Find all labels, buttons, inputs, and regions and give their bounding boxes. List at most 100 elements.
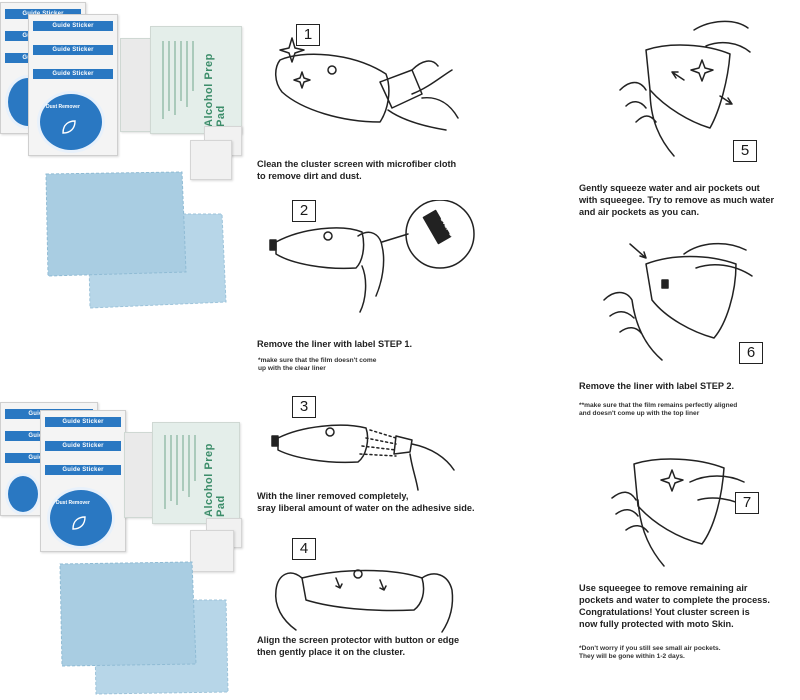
- sparkle-icon: [660, 469, 684, 492]
- step-5-illustration: [619, 20, 751, 157]
- step-3-illustration: [271, 424, 455, 491]
- step-7-number: 7: [735, 492, 759, 514]
- step-7-note: *Don't worry if you still see small air …: [579, 645, 721, 661]
- cluster-button: [323, 231, 333, 241]
- step-2-note: *make sure that the film doesn't come up…: [258, 357, 376, 373]
- step-3-caption-line: sray liberal amount of water on the adhe…: [257, 503, 475, 513]
- screen-protector-outline: [633, 458, 725, 545]
- cluster-button: [353, 569, 363, 579]
- squeegee-card: [190, 140, 232, 180]
- arrow-down-icon: [379, 579, 387, 591]
- step-2-number: 2: [292, 200, 316, 222]
- step-7-caption-line: now fully protected with moto Skin.: [579, 619, 734, 629]
- peeling-hand-outline: [683, 242, 753, 277]
- step-5-caption: Gently squeeze water and air pockets out…: [579, 182, 774, 218]
- step-7-caption-line: Congratulations! Yout cluster screen is: [579, 607, 750, 617]
- zoom-circle: [405, 200, 475, 269]
- step-4-caption-line: Align the screen protector with button o…: [257, 635, 460, 645]
- step-6-note-line: and doesn't come up with the top liner: [579, 410, 700, 417]
- microfiber-cloth-front: [59, 561, 197, 667]
- step-5-caption-line: with squeegee. Try to remove as much wat…: [579, 195, 775, 205]
- step-7-caption-line: pockets and water to complete the proces…: [579, 595, 770, 605]
- dust-remover-circle: [5, 473, 41, 515]
- step-4-caption-line: then gently place it on the cluster.: [257, 647, 406, 657]
- step-6-number: 6: [739, 342, 763, 364]
- pad-fine-print: [162, 41, 194, 119]
- hand-left-outline: [274, 572, 303, 631]
- hand-outline: [357, 231, 385, 313]
- step-2-note-line: *make sure that the film doesn't come: [258, 357, 377, 364]
- step-7-note-line: *Don't worry if you still see small air …: [579, 645, 721, 652]
- hand-outline: [603, 291, 663, 361]
- guide-sticker-front: Guide Sticker Guide Sticker Guide Sticke…: [40, 410, 126, 552]
- arrow-icon: [671, 71, 685, 81]
- guide-sticker-tab: Guide Sticker: [45, 417, 121, 427]
- step-6-illustration: [603, 242, 753, 361]
- microfiber-cloth-illustration: [59, 561, 229, 695]
- step-6-note-line: **make sure that the film remains perfec…: [579, 402, 738, 409]
- guide-sticker-tab: Guide Sticker: [33, 69, 113, 79]
- sparkle-icon: [293, 71, 311, 89]
- hand-outline: [611, 491, 665, 567]
- step-1-label-tag: [422, 209, 452, 245]
- spray-bottle-hand: [393, 435, 455, 491]
- step-6-caption-line: Remove the liner with label STEP 2.: [579, 381, 735, 391]
- screen-protector-outline: [277, 424, 369, 464]
- dust-remover-label: Dust Remover: [56, 500, 90, 506]
- guide-sticker-tab: Guide Sticker: [33, 45, 113, 55]
- step-7-caption: Use squeegee to remove remaining air poc…: [579, 582, 770, 630]
- step-5-caption-line: Gently squeeze water and air pockets out: [579, 183, 760, 193]
- kit-illustration-top: Guide Sticker Guide Sticker Guide Sticke…: [0, 0, 250, 320]
- alcohol-prep-pad: Alcohol Prep Pad: [150, 26, 242, 134]
- screen-protector-outline: [301, 569, 425, 612]
- sparkle-icon: [690, 59, 714, 82]
- step-1-caption: Clean the cluster screen with microfiber…: [257, 158, 456, 182]
- step-2-caption-line: Remove the liner with label STEP 1.: [257, 339, 413, 349]
- step-7-caption-line: Use squeegee to remove remaining air: [579, 583, 748, 593]
- kit-illustration-bottom: Guide Sticker Guide Sticker Guide Sticke…: [0, 400, 250, 695]
- arrow-icon: [629, 243, 647, 259]
- arrow-down-icon: [335, 577, 343, 589]
- squeegee-card: [190, 530, 234, 572]
- arrow-icon: [719, 95, 733, 105]
- leaf-icon: [72, 516, 86, 530]
- step-4-number: 4: [292, 538, 316, 560]
- cluster-button: [327, 65, 337, 75]
- dust-remover-circle: Dust Remover: [47, 487, 115, 549]
- film-tab: [271, 435, 279, 447]
- hand-outline: [619, 81, 675, 157]
- step-7-note-line: They will be gone within 1-2 days.: [579, 653, 685, 660]
- step-3-caption: With the liner removed completely, sray …: [257, 490, 475, 514]
- step-5-number: 5: [733, 140, 757, 162]
- screen-protector-outline: [645, 255, 737, 339]
- alcohol-prep-pad-title: Alcohol Prep Pad: [203, 443, 227, 517]
- guide-sticker-tab: Guide Sticker: [33, 21, 113, 31]
- step-3-caption-line: With the liner removed completely,: [257, 491, 409, 501]
- step-1-caption-line: Clean the cluster screen with microfiber…: [257, 159, 457, 169]
- step-4-caption: Align the screen protector with button o…: [257, 634, 459, 658]
- step-1-illustration: [275, 37, 459, 131]
- screen-protector-outline: [645, 44, 731, 129]
- guide-sticker-tab: Guide Sticker: [45, 441, 121, 451]
- pad-fine-print: [164, 435, 196, 509]
- step-2-note-line: up with the clear liner: [258, 365, 326, 372]
- film-tab: [269, 239, 277, 251]
- cluster-button: [325, 427, 335, 437]
- zoom-pointer: [381, 233, 409, 243]
- dust-remover-circle: Dust Remover: [37, 91, 105, 153]
- water-spray-icon: [359, 429, 397, 457]
- cloth-shape: [379, 69, 423, 109]
- step-6-caption: Remove the liner with label STEP 2.: [579, 380, 734, 392]
- liner-tab: [661, 279, 669, 289]
- sparkle-icon: [279, 37, 305, 63]
- alcohol-prep-pad-title: Alcohol Prep Pad: [203, 53, 227, 127]
- step-5-caption-line: and air pockets as you can.: [579, 207, 699, 217]
- step-2-illustration: [269, 200, 475, 313]
- squeegee-hand-outline: [693, 20, 751, 53]
- cluster-outline: [275, 53, 390, 123]
- dust-remover-label: Dust Remover: [46, 104, 80, 110]
- alcohol-prep-pad: Alcohol Prep Pad: [152, 422, 240, 524]
- screen-protector-outline: [275, 227, 365, 270]
- hand-outline: [387, 60, 459, 131]
- leaf-icon: [62, 120, 76, 134]
